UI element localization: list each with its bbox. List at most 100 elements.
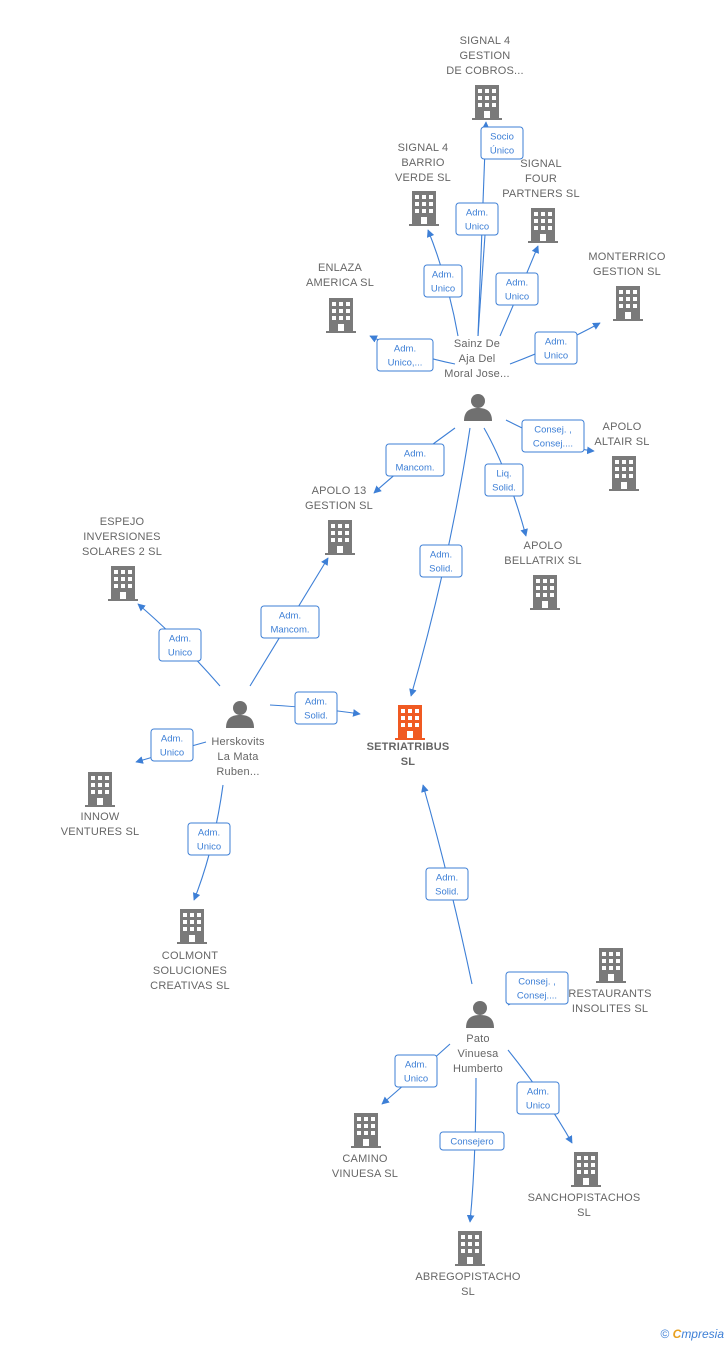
edge-pato-to-abrego[interactable]: Consejero [439,1077,505,1223]
node-label-line: MONTERRICO [588,251,665,263]
node-label-line: SIGNAL 4 [398,142,449,154]
edge-label-line: Adm. [506,278,528,289]
node-label-line: GESTION SL [305,500,373,512]
node-label-line: SL [461,1286,475,1298]
edge-pato-to-setriatribus[interactable]: Adm.Solid. [421,784,473,985]
node-label-line: VENTURES SL [61,826,140,838]
building-icon [571,1152,601,1187]
edge-sainz-to-apolo_altair[interactable]: Consej. ,Consej.... [505,419,595,455]
node-label-line: DE COBROS... [446,65,524,77]
edge-label: Adm.Unico [168,634,192,659]
node-label-line: RESTAURANTS [568,988,651,1000]
building-icon [472,85,502,120]
node-label-line: Pato [466,1033,489,1045]
edge-label-line: Liq. [496,469,511,480]
building-icon [596,948,626,983]
nodes-layer: SETRIATRIBUS SL SIGNAL 4 GESTION DE COBROS..… [61,35,666,1298]
edge-sainz-to-signal4_gestion[interactable]: Adm.Unico [455,202,499,337]
edge-herskovits-to-espejo[interactable]: Adm.Unico [137,603,221,687]
edge-sainz-to-enlaza[interactable]: Adm.Unico,... [369,335,456,372]
edge-sainz-to-setriatribus[interactable]: Adm. Solid. [409,427,471,697]
node-setriatribus[interactable]: SETRIATRIBUS SL [367,705,450,768]
edge-label-line: Unico [168,648,192,659]
building-icon [528,208,558,243]
edge-label-box [158,628,202,662]
edge-label-line: Unico [505,292,529,303]
edge-sainz-to-apolo_bellatrix[interactable]: Liq. Solid. [483,427,528,537]
edge-herskovits-to-setriatribus[interactable]: Adm.Solid. [269,691,361,725]
node-label-line: INNOW [81,811,120,823]
edge-herskovits-to-apolo13[interactable]: Adm.Mancom. [249,557,329,687]
edge-herskovits-to-innow[interactable]: Adm.Unico [135,728,207,764]
node-innow[interactable]: INNOW VENTURES SL [61,772,140,838]
edge-sainz-to-signal_four[interactable]: Adm. Unico [495,245,539,337]
edge-label-line: Unico [465,222,489,233]
node-label-line: Herskovits [211,736,265,748]
edge-label-line: Solid. [492,483,516,494]
node-label-line: GESTION [460,50,511,62]
node-label-line: La Mata [217,751,259,763]
node-restaurants[interactable]: RESTAURANTS INSOLITES SL [568,948,651,1015]
edge-label-box [480,126,524,160]
edge-label-box [425,867,469,901]
node-label-line: ENLAZA [318,262,362,274]
edge-label: Consej. ,Consej.... [533,425,573,450]
building-icon [530,575,560,610]
edge-label: Adm.Unico [197,828,221,853]
edge-sainz-to-apolo13[interactable]: Adm.Mancom. [373,427,456,494]
node-abrego[interactable]: ABREGOPISTACHO SL [415,1231,521,1298]
edge-label-line: Solid. [435,887,459,898]
node-label-line: SETRIATRIBUS [367,741,450,753]
node-label-line: SL [401,756,416,768]
node-label-line: FOUR [525,173,557,185]
node-label-line: Sainz De [454,338,500,350]
node-monterrico[interactable]: MONTERRICO GESTION SL [588,251,666,321]
edge-sainz-to-signal4_barrio[interactable]: Adm.Unico [423,229,463,337]
node-label-line: Humberto [453,1063,503,1075]
brand-logo-initial: C [672,1327,682,1341]
edge-pato-to-restaurants[interactable]: Consej. ,Consej.... [505,971,569,1006]
node-label-line: ABREGOPISTACHO [415,1271,521,1283]
edge-label-line: Adm. [161,734,183,745]
edge-sainz-to-monterrico[interactable]: Adm.Unico [509,322,601,365]
edge-label: Consej. ,Consej.... [517,977,557,1002]
edge-label: Adm.Mancom. [395,449,434,474]
edge-label-line: Solid. [429,564,453,575]
edge-pato-to-sancho[interactable]: Adm.Unico [507,1049,573,1144]
building-icon [351,1113,381,1148]
edge-label-box [484,463,524,497]
node-label: SETRIATRIBUS SL [367,741,450,768]
node-label-line: INSOLITES SL [572,1003,648,1015]
edge-pato-to-camino[interactable]: Adm.Unico [381,1043,451,1105]
person-icon [464,394,492,421]
edge-label-line: Adm. [430,550,452,561]
footer-brand: © Cmpresia [660,1327,724,1341]
edge-label-line: Consej. , [534,425,572,436]
edge-herskovits-to-colmont[interactable]: Adm.Unico [187,784,231,901]
building-icon [325,520,355,555]
node-label-line: GESTION SL [593,266,661,278]
edge-label-box [394,1054,438,1088]
copyright-symbol: © [660,1327,670,1341]
edge-label-line: Único [490,146,514,157]
